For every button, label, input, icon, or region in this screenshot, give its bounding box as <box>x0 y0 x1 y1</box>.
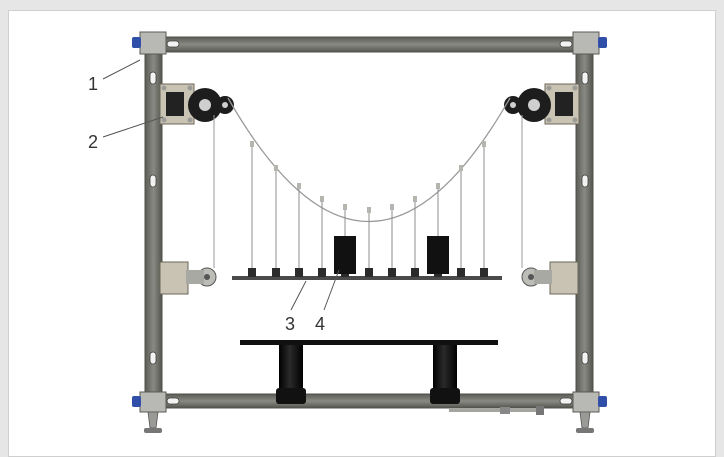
label-hanger: 4 <box>315 314 325 334</box>
leader-pulley-block <box>102 116 164 138</box>
upper-right-pulley-assembly <box>504 83 580 125</box>
hangers <box>251 142 485 275</box>
hanger-clamps <box>250 141 486 213</box>
base-support-right <box>433 345 457 393</box>
lower-right-anchor-assembly <box>521 261 579 295</box>
lower-left-anchor-assembly <box>159 261 217 295</box>
frame-feet <box>144 411 594 433</box>
base-support-left <box>279 345 303 393</box>
corner-block-top-left <box>139 31 167 55</box>
cap-top-left <box>132 37 141 48</box>
corner-block-top-right <box>572 31 600 55</box>
beam <box>232 276 502 280</box>
label-beam: 3 <box>285 314 295 334</box>
label-frame: 1 <box>88 74 98 94</box>
upper-left-pulley-assembly <box>159 83 234 125</box>
frame-slots <box>149 40 589 405</box>
diagram-panel <box>8 10 716 457</box>
label-pulley-block: 2 <box>88 132 98 152</box>
leader-beam <box>290 280 307 311</box>
mass-left <box>334 236 356 274</box>
beam-brackets <box>248 268 488 277</box>
beam-assembly <box>232 236 502 280</box>
corner-block-bottom-right <box>572 391 600 413</box>
leader-hanger <box>323 269 340 311</box>
leader-frame <box>102 59 141 80</box>
mass-right <box>427 236 449 274</box>
loose-rod <box>449 406 544 415</box>
callouts: 1 2 3 4 <box>88 59 340 334</box>
cap-top-right <box>598 37 607 48</box>
cap-bottom-left <box>132 396 141 407</box>
base-deck <box>240 340 498 345</box>
main-suspension-cable <box>227 97 511 223</box>
frame-top-rail <box>144 36 594 53</box>
frame <box>132 31 607 433</box>
cables <box>213 97 523 268</box>
cap-bottom-right <box>598 396 607 407</box>
base-table <box>240 340 498 404</box>
corner-block-bottom-left <box>139 391 167 413</box>
frame-bottom-rail <box>144 393 594 409</box>
